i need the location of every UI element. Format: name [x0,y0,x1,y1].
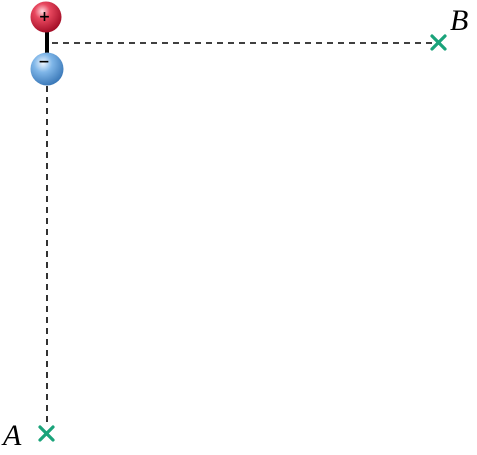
point-a-label: A [1,419,22,452]
negative-charge-sign: − [38,54,50,70]
positive-charge-sphere-icon: + [30,1,62,33]
point-b-label: B [450,4,468,37]
negative-charge-sphere-icon: − [30,52,64,86]
positive-charge-sign: + [39,9,51,25]
point-b-marker-icon [430,34,447,51]
point-a-marker-icon [38,425,55,442]
